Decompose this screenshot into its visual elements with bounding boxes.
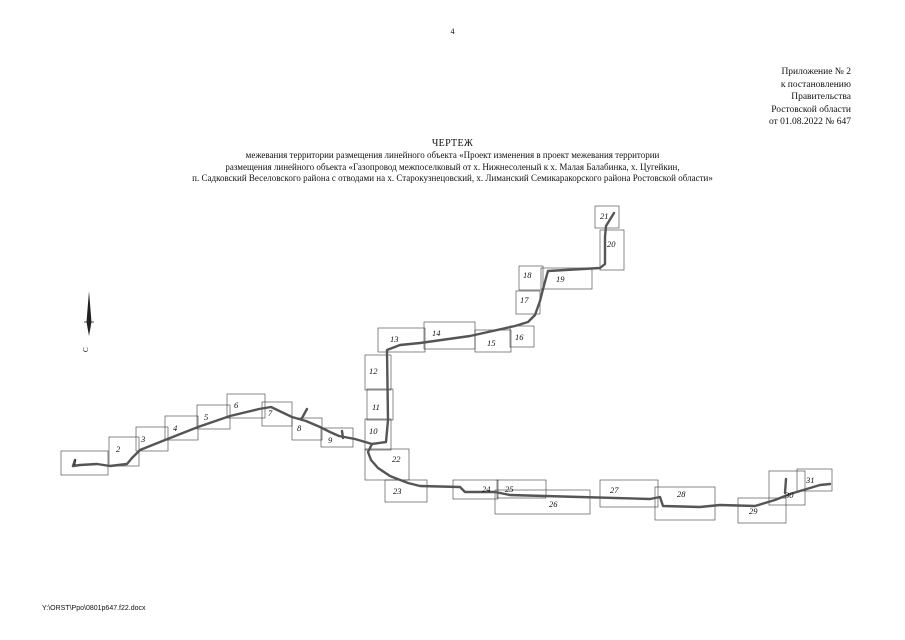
sheet-label-1: 1 (73, 457, 77, 467)
sheet-label-9: 9 (328, 435, 333, 445)
sheet-frame-23 (384, 479, 428, 503)
sheet-label-6: 6 (234, 400, 239, 410)
sheet-label-29: 29 (749, 506, 758, 516)
sheet-label-31: 31 (805, 475, 815, 485)
page-number: 4 (450, 27, 455, 36)
sheet-labels: 1 2 3 4 5 6 7 8 9 10 11 12 13 14 15 16 1… (73, 211, 815, 516)
route-spur-30 (783, 477, 788, 495)
sheet-label-28: 28 (677, 489, 686, 499)
sheet-label-27: 27 (610, 485, 619, 495)
sheet-frame-30 (768, 470, 806, 506)
route-spur-8 (300, 407, 309, 420)
sheet-frame-1 (60, 450, 109, 476)
document-title: ЧЕРТЕЖ (431, 138, 474, 149)
sheet-label-14: 14 (432, 328, 441, 338)
subtitle-line: межевания территории размещения линейног… (245, 150, 660, 160)
sheet-label-17: 17 (520, 295, 529, 305)
sheet-label-16: 16 (515, 332, 524, 342)
sheet-frame-26 (494, 489, 591, 515)
sheet-frame-20 (599, 229, 625, 271)
north-label: С (82, 347, 90, 352)
sheet-label-22: 22 (392, 454, 401, 464)
sheet-frame-6 (226, 393, 266, 419)
route-spur-1 (71, 458, 77, 468)
appendix-block: Приложение № 2 к постановлению Правитель… (691, 66, 851, 129)
sheet-frame-13 (377, 327, 426, 353)
sheet-label-19: 19 (556, 274, 565, 284)
sheet-frame-11 (366, 388, 394, 421)
sheet-label-26: 26 (549, 499, 558, 509)
sheet-label-25: 25 (505, 484, 514, 494)
sheet-frame-7 (261, 401, 293, 427)
sheet-label-30: 30 (784, 490, 794, 500)
sheet-label-13: 13 (390, 334, 399, 344)
sheet-frame-27 (599, 479, 659, 508)
appendix-line: Ростовской области (771, 104, 851, 115)
sheet-label-21: 21 (600, 211, 609, 221)
sheet-label-2: 2 (116, 444, 121, 454)
sheet-frame-31 (796, 468, 833, 492)
sheet-label-8: 8 (297, 423, 302, 433)
sheet-frame-10 (364, 418, 392, 451)
sheet-label-10: 10 (369, 426, 378, 436)
sheet-frame-29 (737, 497, 787, 524)
sheet-frame-2 (108, 436, 140, 467)
sheet-frame-12 (364, 354, 392, 391)
appendix-line: Приложение № 2 (781, 67, 851, 77)
sheet-frames (60, 205, 833, 524)
sheet-label-23: 23 (393, 486, 402, 496)
sheet-frame-28 (654, 486, 716, 521)
pipeline-route (71, 211, 832, 509)
sheet-label-18: 18 (523, 270, 532, 280)
sheet-label-12: 12 (369, 366, 378, 376)
file-path-footer: Y:\ORST\Ppo\0801p647.f22.docx (42, 605, 146, 612)
subtitle-line: размещения линейного объекта «Газопровод… (225, 161, 680, 172)
heading-block: ЧЕРТЕЖ межевания территории размещения л… (0, 138, 905, 185)
route-north-branch (370, 211, 616, 446)
appendix-line: Правительства (791, 92, 851, 103)
sheet-label-7: 7 (268, 408, 273, 418)
sheet-frame-25 (496, 479, 547, 499)
appendix-line: к постановлению (780, 79, 851, 90)
sheet-label-11: 11 (372, 402, 380, 412)
appendix-line: от 01.08.2022 № 647 (769, 117, 851, 128)
sheet-frame-16 (509, 325, 535, 348)
route-spur-9 (340, 429, 345, 440)
sheet-label-20: 20 (607, 239, 616, 249)
sheet-label-4: 4 (173, 423, 178, 433)
sheet-frame-18 (518, 265, 544, 291)
subtitle-line: п. Садковский Веселовского района с отво… (192, 173, 713, 183)
sheet-frame-19 (540, 267, 593, 290)
sheet-label-5: 5 (204, 412, 208, 422)
route-main (71, 405, 832, 509)
sheet-label-3: 3 (140, 434, 145, 444)
sheet-label-15: 15 (487, 338, 496, 348)
sheet-frame-24 (452, 479, 499, 500)
sheet-label-24: 24 (482, 484, 491, 494)
north-arrow-icon: С (82, 291, 94, 352)
